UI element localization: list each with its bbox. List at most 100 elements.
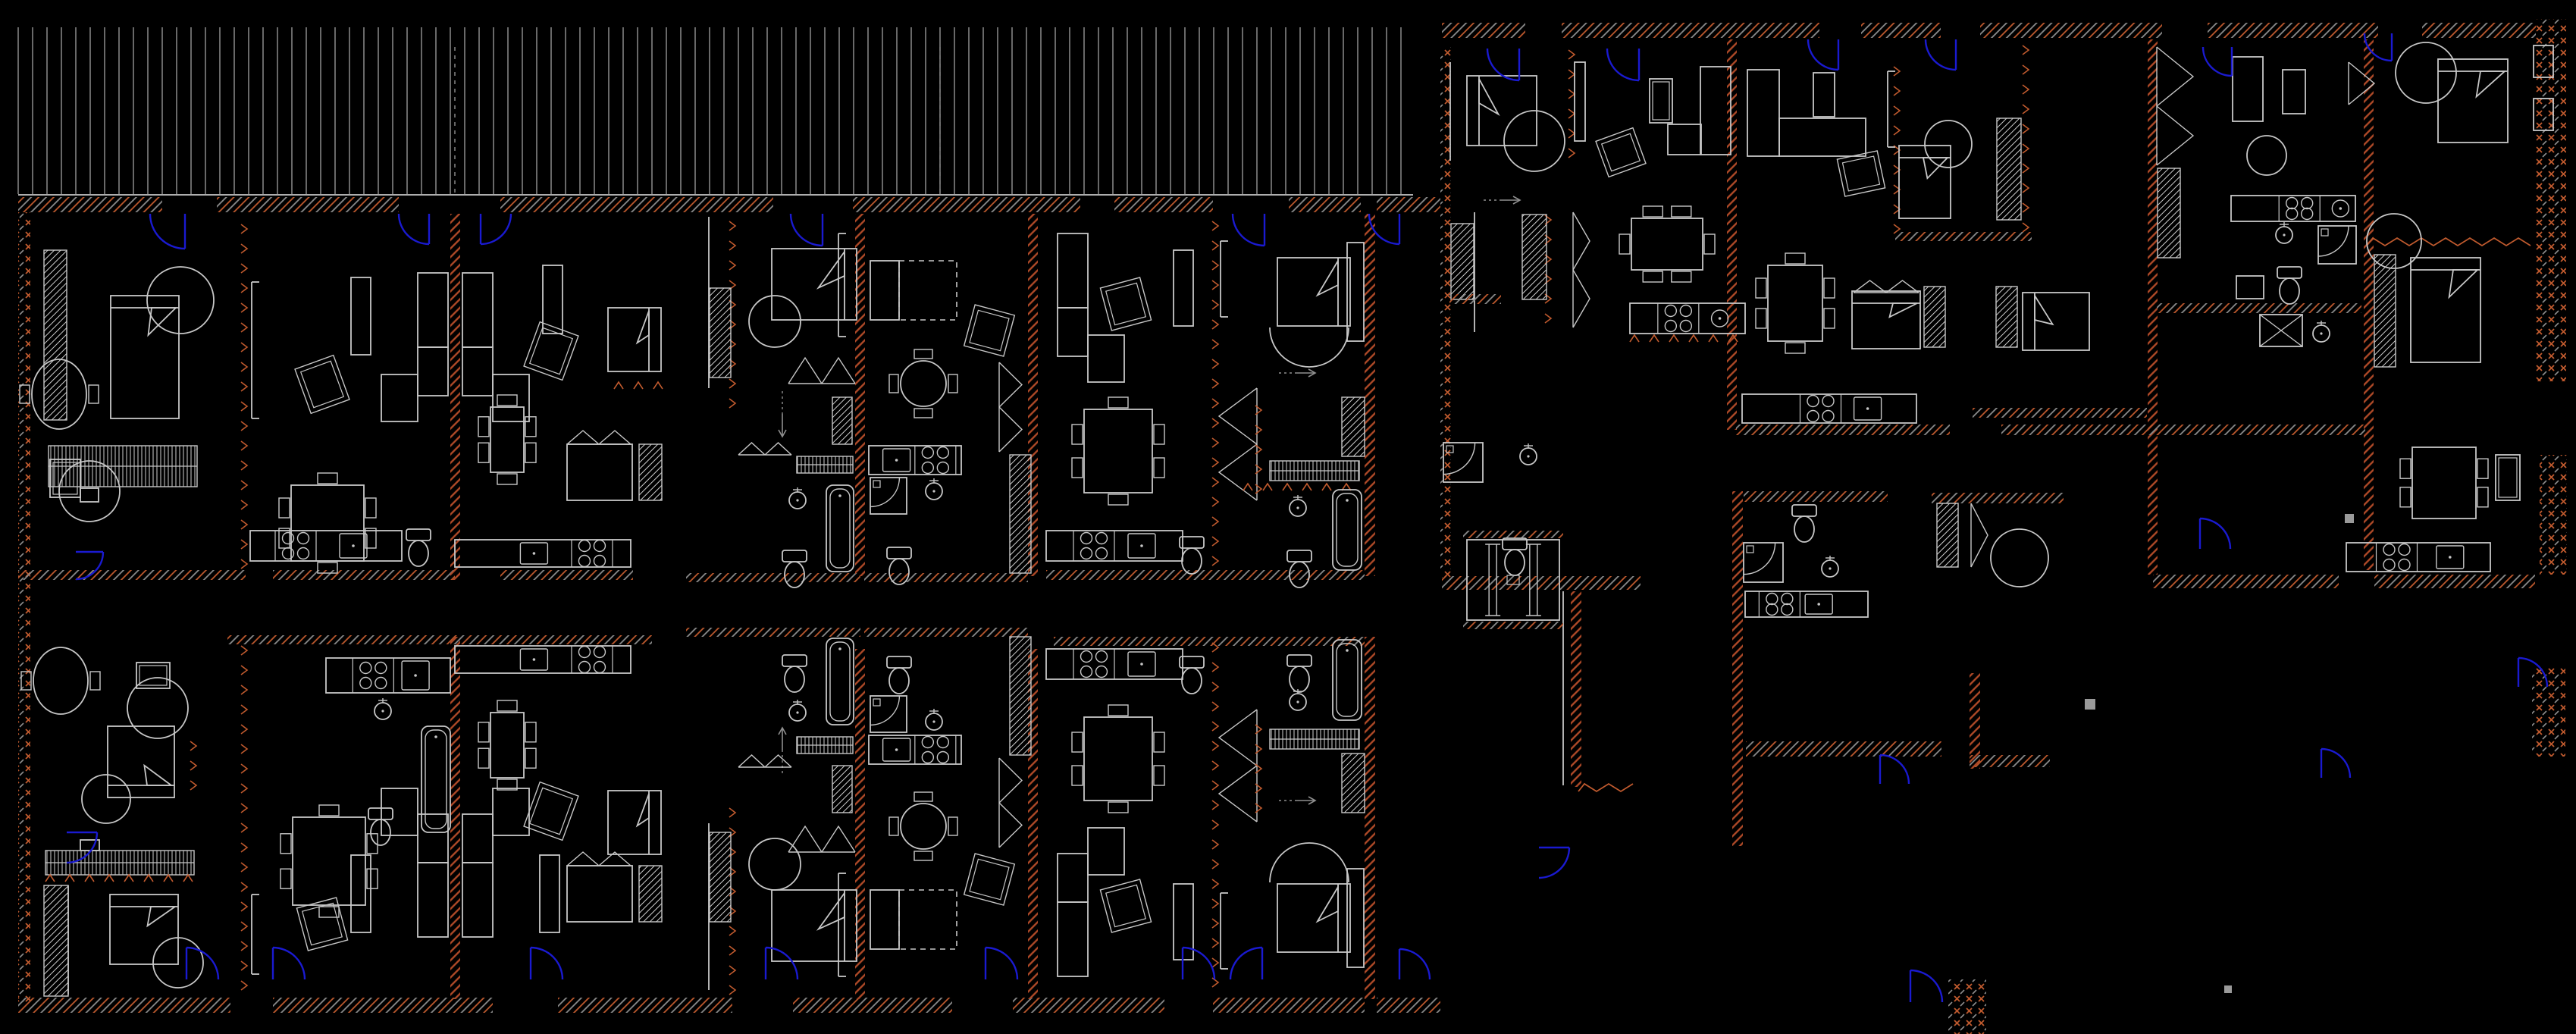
kitchen-counter-symbol — [868, 735, 962, 765]
chair-circle-symbol — [2246, 135, 2287, 176]
bathtub-symbol — [826, 638, 854, 725]
party-wall-hatched — [1365, 637, 1375, 999]
bathtub-symbol — [1332, 639, 1362, 721]
door-swing-symbol — [1231, 213, 1266, 247]
sink-symbol — [788, 700, 807, 722]
rug-symbol — [1595, 127, 1647, 178]
toilet-symbol — [886, 656, 912, 694]
radiator-bench-symbol — [796, 456, 854, 474]
partition-chevron-marks — [1568, 49, 1576, 158]
door-swing-symbol — [397, 213, 431, 246]
wall-hatched — [864, 628, 1028, 637]
bed-symbol — [771, 248, 857, 321]
kitchen-counter-symbol — [868, 445, 962, 475]
partition-chevron-marks — [45, 873, 193, 882]
furniture-outline — [2236, 275, 2264, 299]
closet-chevron-symbol — [738, 442, 792, 456]
furniture-outline — [417, 272, 449, 348]
bathtub-symbol — [826, 484, 854, 572]
toilet-symbol — [1502, 537, 1528, 576]
partition-chevron-marks — [240, 224, 249, 569]
wall-hatched — [500, 197, 773, 212]
wall-hatched — [558, 998, 732, 1013]
partition-chevron-marks — [613, 381, 663, 390]
furniture-outline — [417, 346, 449, 396]
door-swing-symbol — [1181, 946, 1216, 980]
partition-chevron-marks — [1243, 482, 1352, 491]
toilet-symbol — [1286, 550, 1312, 588]
closet-chevron-symbol — [2348, 61, 2376, 105]
party-wall-hatched — [2148, 39, 2158, 575]
insulation-zigzag — [2366, 237, 2531, 247]
closet-bracket — [1887, 70, 1895, 148]
partition-chevron-marks — [1211, 642, 1220, 988]
furniture-outline — [1700, 66, 1731, 155]
door-swing-symbol — [1807, 39, 1840, 71]
furniture-dashed-outline — [898, 260, 957, 321]
door-swing-symbol — [66, 831, 99, 864]
partition-chevron-marks — [1893, 66, 1901, 234]
shower-symbol — [870, 695, 907, 733]
wall-hatched — [2157, 303, 2361, 313]
wardrobe-symbol — [43, 885, 69, 997]
furniture-outline — [566, 865, 633, 923]
wall-hatched — [1377, 998, 1440, 1013]
door-swing-symbol — [1606, 48, 1641, 82]
wall-hatched — [1463, 622, 1563, 629]
bed-symbol — [607, 307, 662, 372]
wall-hatched — [2374, 575, 2535, 588]
washer-symbol — [2259, 314, 2303, 347]
wall-hatched — [864, 573, 1028, 582]
armchair-symbol — [136, 662, 171, 689]
furniture-outline — [381, 788, 418, 836]
door-swing-symbol — [1398, 948, 1431, 980]
structure-layer — [18, 19, 2567, 1034]
radiator-bench-symbol — [796, 736, 854, 754]
shower-symbol — [2317, 225, 2357, 265]
door-swing-symbol — [75, 550, 105, 581]
party-wall-hatched — [1970, 673, 1980, 769]
furniture-outline — [462, 813, 494, 863]
door-swing-symbol — [789, 213, 824, 247]
door-swing-symbol — [1924, 39, 1957, 71]
party-wall-hatched — [855, 649, 865, 999]
party-wall-hatched — [1365, 214, 1375, 576]
furniture-outline — [350, 854, 371, 933]
furniture-outline — [2232, 56, 2264, 122]
furniture-outline — [1346, 242, 1365, 342]
toilet-symbol — [368, 807, 393, 846]
closet-bracket — [838, 873, 846, 977]
sink-symbol — [788, 487, 807, 509]
door-swing-symbol — [1486, 48, 1521, 82]
wall-hatched — [1449, 294, 1501, 304]
radiator-bench-symbol — [1269, 728, 1360, 750]
furniture-outline — [1173, 249, 1194, 327]
closet-chevron-symbol — [1853, 280, 1919, 293]
toilet-symbol — [1791, 504, 1817, 543]
sink-symbol — [1289, 495, 1307, 517]
wardrobe-symbol — [1923, 286, 1946, 348]
furniture-outline — [870, 889, 900, 950]
chair-circle-symbol — [152, 937, 204, 989]
chair-circle-symbol — [146, 266, 215, 334]
furniture-outline — [2282, 69, 2306, 114]
armchair-symbol — [2495, 454, 2521, 501]
door-swing-symbol — [2320, 747, 2352, 779]
bed-symbol — [771, 889, 857, 962]
sink-symbol — [1821, 556, 1839, 578]
partition-chevron-marks — [190, 741, 198, 791]
party-wall-hatched — [1571, 591, 1581, 787]
elevator-symbol — [1466, 539, 1560, 621]
wall-hatched — [1932, 493, 2064, 503]
toilet-symbol — [1179, 536, 1205, 575]
wardrobe-symbol — [1009, 636, 1032, 756]
furniture-outline — [542, 265, 563, 334]
wardrobe-symbol — [2374, 254, 2396, 368]
closet-bracket — [251, 281, 259, 419]
wall-hatched — [2153, 575, 2339, 588]
insulation-zigzag — [1578, 782, 1634, 793]
wardrobe-symbol — [1936, 503, 1959, 568]
wardrobe-symbol — [638, 443, 663, 501]
